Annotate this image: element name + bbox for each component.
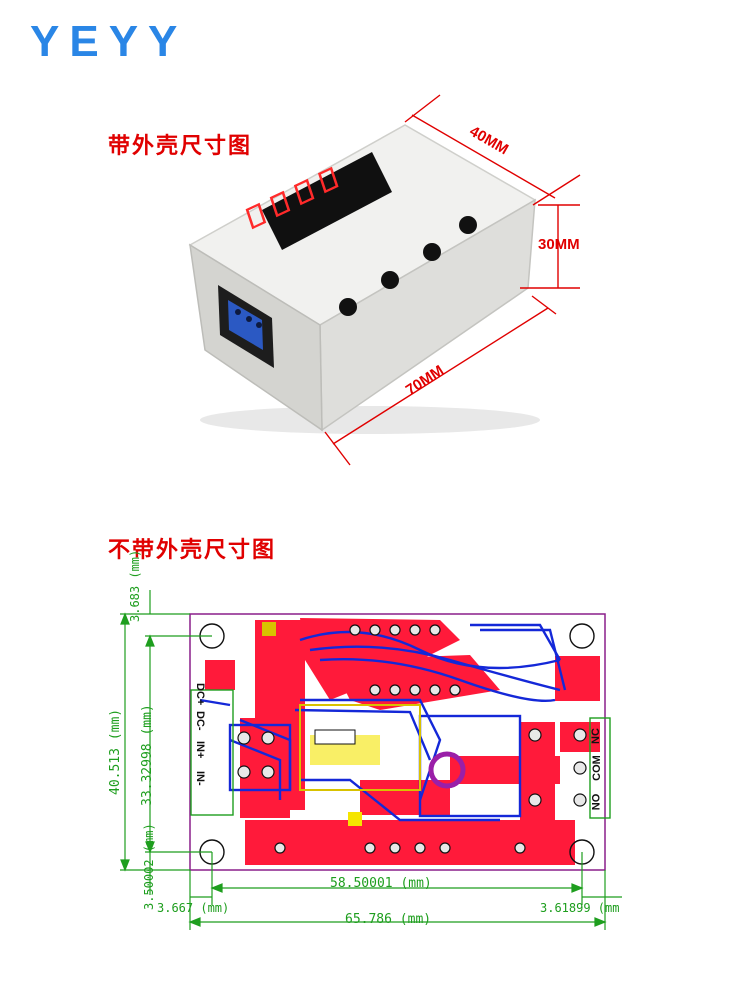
case-dimension-lines <box>324 94 581 466</box>
section-title-without-case: 不带外壳尺寸图 <box>108 537 277 563</box>
pcb-pads <box>237 624 587 854</box>
power-terminal-block <box>190 689 234 816</box>
brand-logo-text: YEYY <box>30 20 187 62</box>
mounting-hole-top-right <box>569 623 595 649</box>
in-minus-label: IN- <box>194 771 206 786</box>
pcb-dimension-lines <box>120 590 622 930</box>
dim-right-offset: 3.61899 (mm <box>540 901 620 915</box>
led-display <box>262 152 392 250</box>
button-hole-2 <box>381 271 399 289</box>
dim-hole-spacing-horizontal: 58.50001 (mm) <box>330 876 432 891</box>
pcb-traces-blue <box>199 623 567 822</box>
dim-overall-width: 65.786 (mm) <box>345 912 432 927</box>
button-hole-3 <box>423 243 441 261</box>
relay-nc-label: NC <box>589 728 602 744</box>
dim-left-offset: 3.667 (mm) <box>157 901 230 915</box>
seven-segment-digits <box>245 166 339 230</box>
dim-overall-height: 40.513 (mm) <box>108 708 123 795</box>
dim-bottom-offset: 3.50002 (mm) <box>142 823 156 910</box>
section-title-with-case: 带外壳尺寸图 <box>108 133 253 159</box>
pcb-board-outline <box>189 613 606 871</box>
dim-hole-spacing-vertical: 33.32998 (mm) <box>140 704 155 806</box>
brand-logo: YEYY <box>30 20 187 62</box>
case-height-label: 30MM <box>538 236 580 253</box>
pcb-components <box>262 622 466 826</box>
relay-terminal-block <box>589 717 611 819</box>
dim-top-offset: 3.683 (mm) <box>128 549 142 622</box>
button-hole-4 <box>459 216 477 234</box>
relay-com-label: COM <box>590 755 603 781</box>
button-hole-1 <box>339 298 357 316</box>
relay-no-label: NO <box>590 793 603 811</box>
